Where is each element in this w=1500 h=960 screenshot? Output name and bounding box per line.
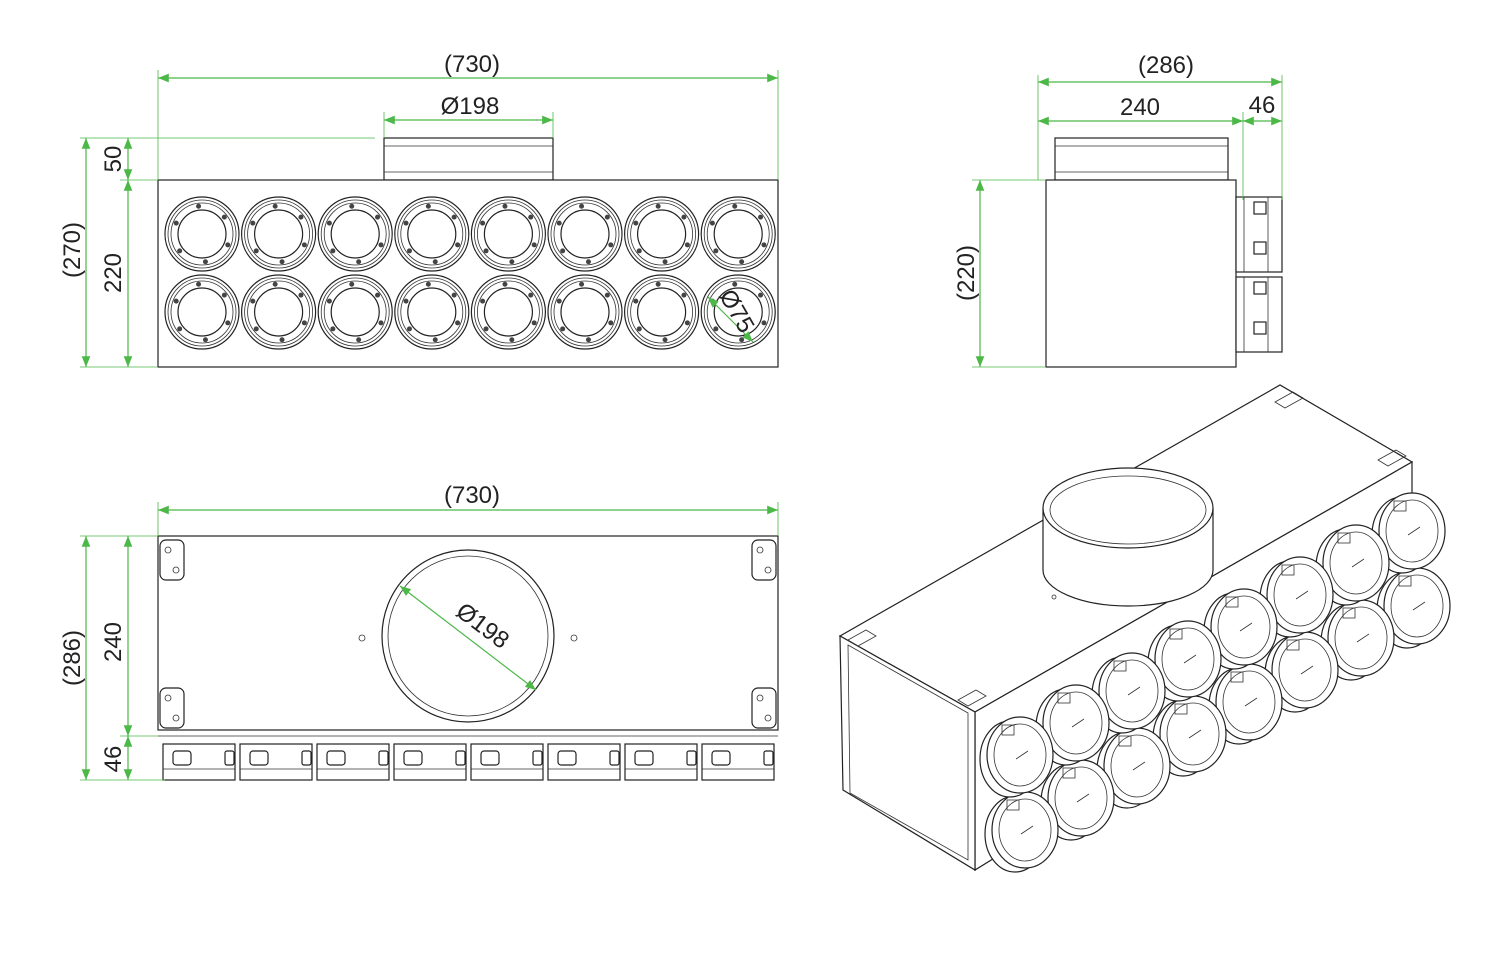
outlet-spigot <box>164 196 240 272</box>
dimension-bottom-outlet-label: 46 <box>100 746 127 773</box>
dimension-collar-label: Ø198 <box>441 93 500 120</box>
iso-outlet-spigot <box>984 791 1059 873</box>
front-outlets <box>164 196 776 350</box>
side-outlet <box>1235 276 1283 353</box>
bottom-outlet <box>316 743 390 781</box>
iso-bracket <box>957 689 987 707</box>
corner-bracket <box>159 539 185 581</box>
corner-brackets <box>159 539 777 729</box>
side-outlets <box>1235 196 1283 353</box>
outlet-spigot <box>241 196 317 272</box>
dimension-bottom-width-label: (730) <box>444 482 500 509</box>
dimension-bottom-depth-label: (286) <box>59 630 86 686</box>
bottom-outlet <box>470 743 544 781</box>
outlet-spigot <box>394 274 470 350</box>
outlet-spigot <box>317 274 393 350</box>
bottom-view: (730) (286) 240 46 Ø198 <box>59 482 779 781</box>
bottom-outlet <box>162 743 236 781</box>
iso-end-face <box>839 634 976 872</box>
bottom-outlet <box>701 743 775 781</box>
side-collar <box>1054 137 1229 181</box>
dimension-depth-label: (286) <box>1138 52 1194 79</box>
outlet-spigot <box>164 274 240 350</box>
iso-outlets <box>979 492 1451 873</box>
iso-bracket <box>847 629 877 647</box>
bottom-outlet <box>239 743 313 781</box>
bottom-outlets <box>162 743 775 781</box>
bottom-outlet <box>624 743 698 781</box>
dimension-height-label: (270) <box>59 222 86 278</box>
front-collar <box>383 137 554 181</box>
outlet-spigot <box>700 196 776 272</box>
outlet-spigot <box>241 274 317 350</box>
outlet-spigot <box>394 196 470 272</box>
dimension-bottom-body-label: 240 <box>100 622 127 662</box>
dimension-body-height-label: 220 <box>100 253 127 293</box>
dimension-width-label: (730) <box>444 51 500 78</box>
corner-bracket <box>751 539 777 581</box>
outlet-spigot <box>547 274 623 350</box>
outlet-spigot <box>317 196 393 272</box>
corner-bracket <box>159 687 185 729</box>
bottom-outlet <box>393 743 467 781</box>
iso-bracket <box>1377 449 1407 467</box>
outlet-spigot <box>470 274 546 350</box>
side-view: (286) 240 46 (220) <box>953 52 1283 368</box>
side-outlet <box>1235 196 1283 273</box>
dimension-outlet-depth-label: 46 <box>1249 92 1276 119</box>
iso-outlet-spigot <box>979 716 1054 798</box>
outlet-spigot <box>623 196 700 272</box>
outlet-spigot <box>623 274 700 350</box>
bottom-collar-circle <box>381 549 555 723</box>
dimension-collar-height-label: 50 <box>100 146 127 173</box>
isometric-view <box>838 384 1451 873</box>
dimension-side-height-label: (220) <box>953 245 980 301</box>
dimension-body-depth-label: 240 <box>1120 94 1160 121</box>
iso-bracket <box>1274 391 1304 409</box>
corner-bracket <box>751 687 777 729</box>
outlet-spigot <box>470 196 546 272</box>
front-view: (730) Ø198 (270) 50 220 Ø75 <box>59 51 779 368</box>
outlet-spigot <box>547 196 623 272</box>
bottom-outlet <box>547 743 621 781</box>
side-body <box>1045 179 1237 368</box>
